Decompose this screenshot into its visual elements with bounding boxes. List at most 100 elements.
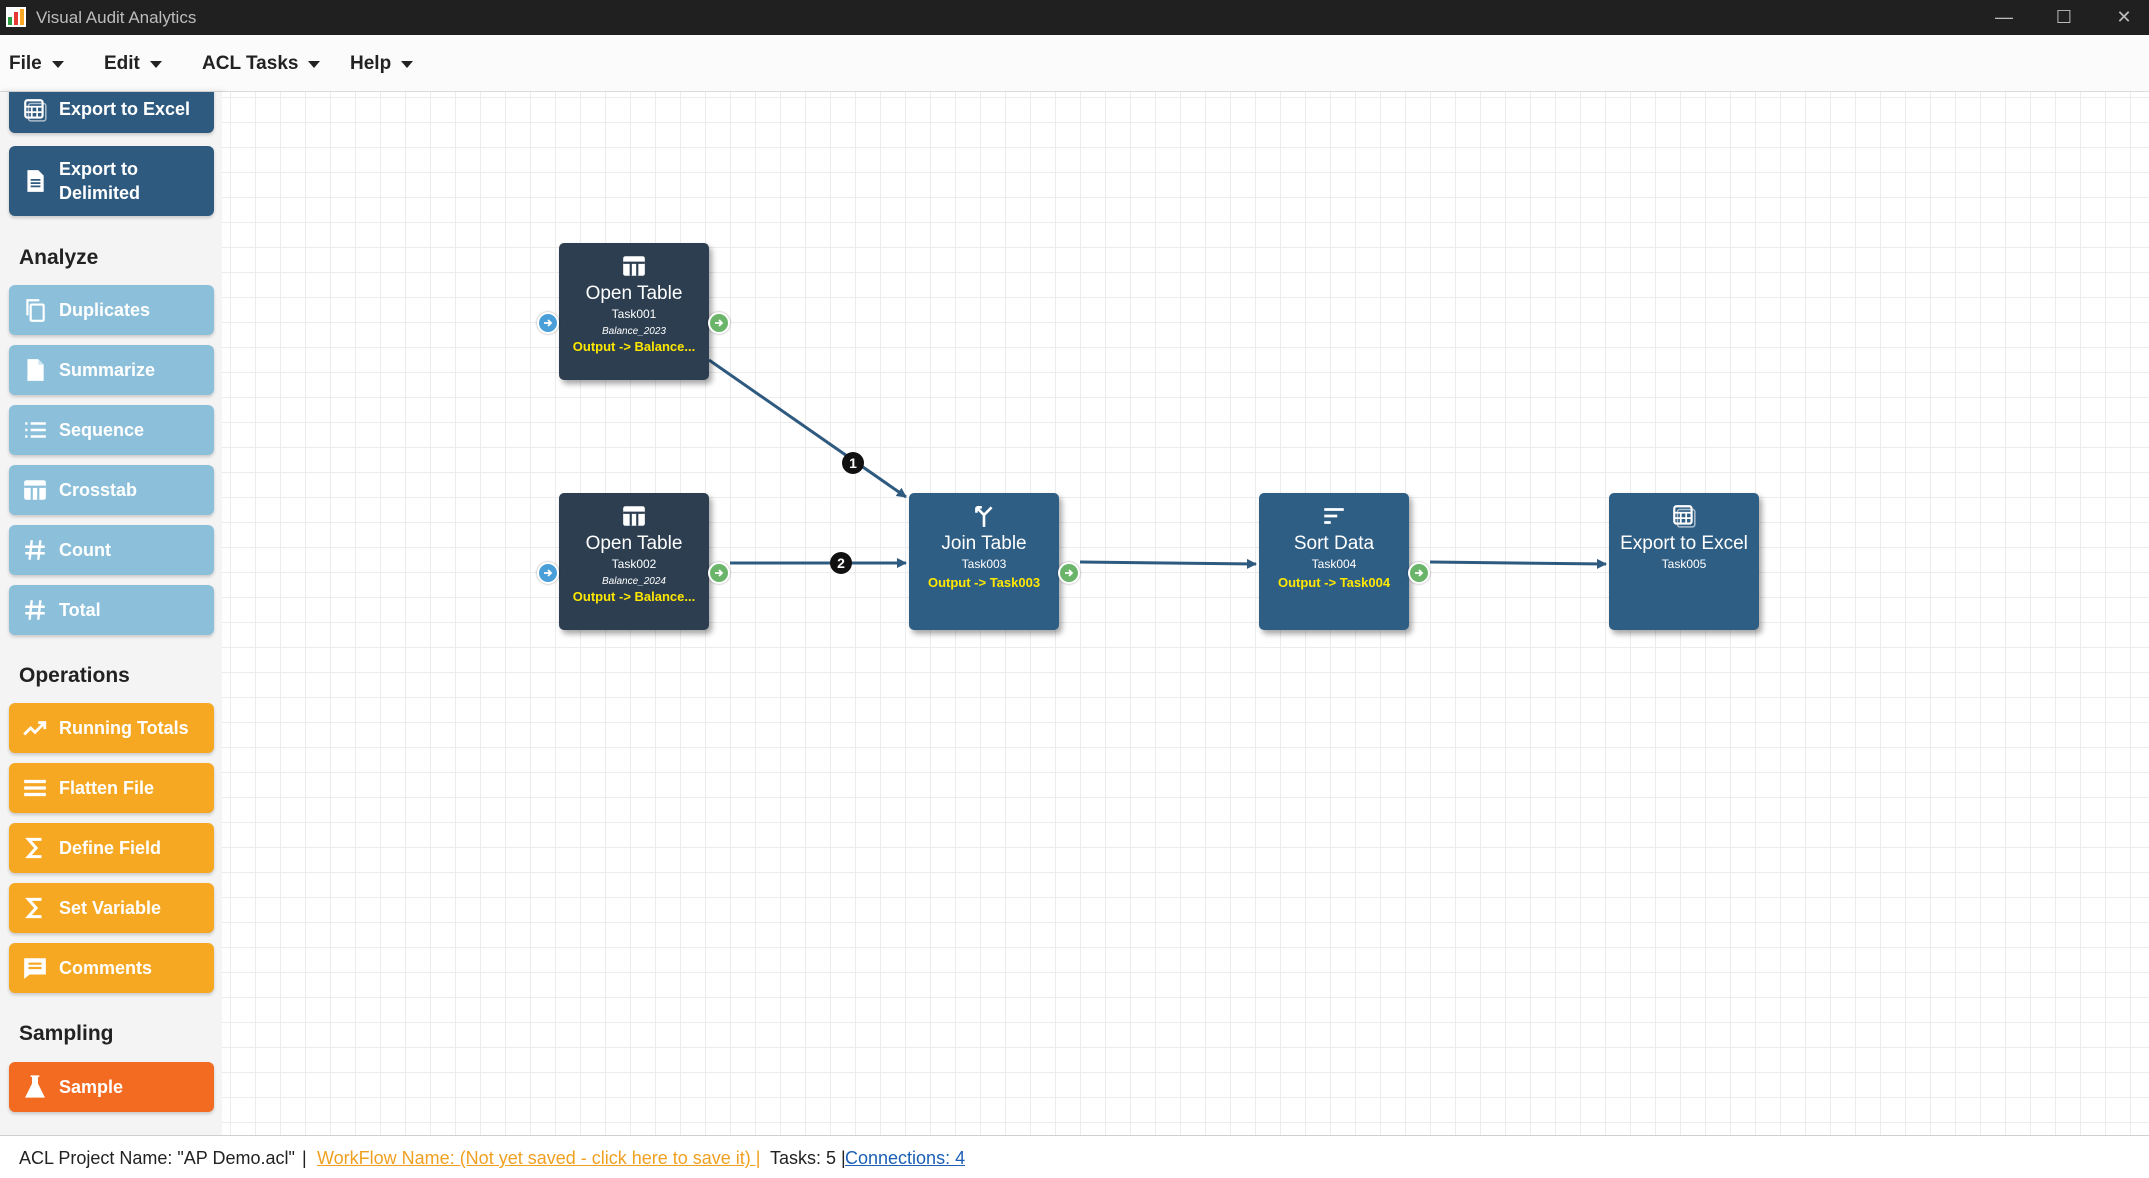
menu-help[interactable]: Help [350, 53, 414, 75]
title-bar: Visual Audit Analytics — ☐ ✕ [0, 0, 2149, 35]
project-name: ACL Project Name: "AP Demo.acl" [19, 1148, 295, 1168]
total-label: Total [59, 599, 101, 620]
hash-icon [25, 540, 45, 560]
arrow-right-icon [715, 569, 724, 577]
node-output: Output -> Balance... [572, 589, 696, 604]
arrow-right-icon [544, 319, 553, 327]
trend-icon [23, 721, 47, 736]
output-port[interactable] [1408, 562, 1430, 584]
export-to-excel-button[interactable]: Export to Excel [9, 92, 214, 133]
node-subtitle: Balance_2024 [602, 576, 666, 587]
maximize-button[interactable]: ☐ [2055, 7, 2073, 27]
input-port[interactable] [537, 312, 559, 334]
window-title: Visual Audit Analytics [36, 8, 197, 27]
workflow-node-task001[interactable]: Open Table Task001 Balance_2023 Output -… [559, 243, 709, 380]
minimize-button[interactable]: — [1995, 7, 2013, 27]
document-icon [27, 170, 44, 192]
input-port[interactable] [537, 562, 559, 584]
duplicates-label: Duplicates [59, 299, 151, 320]
count-label: Count [59, 539, 111, 560]
menu-file-label: File [9, 53, 42, 74]
comments-button[interactable]: Comments [9, 943, 214, 993]
table-icon [623, 506, 645, 526]
set-variable-label: Set Variable [59, 897, 162, 918]
sigma-icon [25, 837, 42, 859]
app-logo-icon [6, 7, 26, 27]
menu-acl-tasks-label: ACL Tasks [202, 53, 299, 74]
menu-help-label: Help [350, 53, 392, 74]
status-bar: ACL Project Name: "AP Demo.acl" | WorkFl… [0, 1135, 2149, 1178]
connections-link[interactable]: Connections: 4 [845, 1148, 966, 1168]
node-title: Sort Data [1293, 533, 1375, 554]
workflow-canvas[interactable] [222, 92, 2149, 1135]
flask-icon [25, 1075, 45, 1098]
workflow-name-link[interactable]: WorkFlow Name: (Not yet saved - click he… [317, 1148, 761, 1168]
merge-icon [975, 506, 993, 527]
flatten-file-button[interactable]: Flatten File [9, 763, 214, 813]
arrow-right-icon [544, 569, 553, 577]
workflow-node-task003[interactable]: Join Table Task003 Output -> Task003 [909, 493, 1059, 630]
menu-file[interactable]: File [9, 53, 64, 75]
export-to-delimited-button[interactable]: Export to Delimited [9, 146, 214, 216]
sampling-section-title: Sampling [19, 1022, 114, 1045]
hash-icon [25, 600, 45, 620]
task-sidebar[interactable]: Export to Excel Export to Delimited Anal… [0, 92, 222, 1135]
crosstab-button[interactable]: Crosstab [9, 465, 214, 515]
node-title: Export to Excel [1620, 533, 1748, 554]
node-title: Open Table [585, 283, 683, 304]
node-task-id: Task004 [1311, 557, 1357, 571]
define-field-button[interactable]: Define Field [9, 823, 214, 873]
crosstab-label: Crosstab [59, 479, 138, 500]
flatten-file-label: Flatten File [59, 777, 155, 798]
node-title: Open Table [585, 533, 683, 554]
summarize-button[interactable]: Summarize [9, 345, 214, 395]
workflow-node-task004[interactable]: Sort Data Task004 Output -> Task004 [1259, 493, 1409, 630]
summarize-label: Summarize [59, 359, 156, 380]
menu-bar: File Edit ACL Tasks Help [0, 35, 2149, 92]
analyze-section-title: Analyze [19, 246, 99, 269]
sample-label: Sample [59, 1076, 124, 1097]
export-to-delimited-label: Export to Delimited [59, 159, 141, 203]
count-button[interactable]: Count [9, 525, 214, 575]
excel-icon [1673, 505, 1696, 528]
node-task-id: Task002 [611, 557, 657, 571]
menu-edit-label: Edit [104, 53, 140, 74]
node-task-id: Task003 [961, 557, 1007, 571]
sequence-button[interactable]: Sequence [9, 405, 214, 455]
comments-label: Comments [59, 957, 153, 978]
lines-icon [24, 779, 46, 797]
node-output: Output -> Task003 [927, 575, 1041, 590]
output-port[interactable] [708, 312, 730, 334]
caret-down-icon [401, 60, 414, 68]
connection-badge-1[interactable]: 1 [842, 452, 864, 474]
summarize-icon [27, 359, 44, 381]
sort-icon [1324, 508, 1344, 524]
output-port[interactable] [1058, 562, 1080, 584]
task-count: Tasks: 5 | [770, 1148, 846, 1168]
set-variable-button[interactable]: Set Variable [9, 883, 214, 933]
export-to-excel-label: Export to Excel [59, 99, 191, 119]
arrow-right-icon [1415, 569, 1424, 577]
caret-down-icon [308, 60, 321, 68]
running-totals-button[interactable]: Running Totals [9, 703, 214, 753]
total-button[interactable]: Total [9, 585, 214, 635]
copy-icon [26, 299, 45, 322]
node-output: Output -> Task004 [1277, 575, 1391, 590]
menu-edit[interactable]: Edit [104, 53, 162, 75]
workflow-node-task005[interactable]: Export to Excel Task005 [1609, 493, 1759, 630]
excel-icon [24, 98, 47, 122]
arrow-right-icon [715, 319, 724, 327]
status-separator: | [302, 1148, 307, 1168]
node-output: Output -> Balance... [572, 339, 696, 354]
workflow-node-task002[interactable]: Open Table Task002 Balance_2024 Output -… [559, 493, 709, 630]
connection-badge-2[interactable]: 2 [830, 552, 852, 574]
node-title: Join Table [941, 533, 1027, 554]
output-port[interactable] [708, 562, 730, 584]
arrow-right-icon [1065, 569, 1074, 577]
close-button[interactable]: ✕ [2116, 7, 2132, 27]
sample-button[interactable]: Sample [9, 1062, 214, 1112]
node-task-id: Task001 [611, 307, 657, 321]
duplicates-button[interactable]: Duplicates [9, 285, 214, 335]
menu-acl-tasks[interactable]: ACL Tasks [202, 53, 321, 75]
list-icon [25, 422, 46, 438]
